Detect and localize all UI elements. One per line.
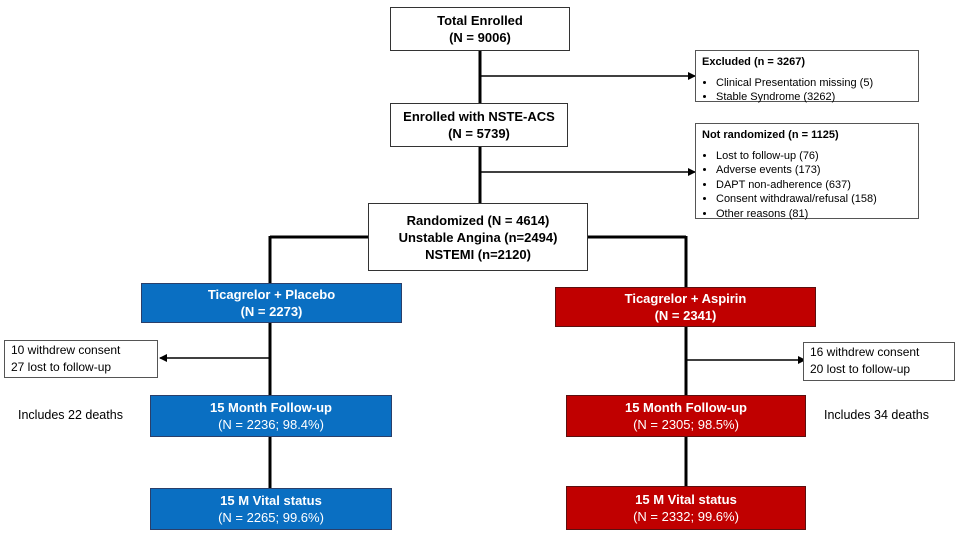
placebo-withdrawal-box: 10 withdrew consent 27 lost to follow-up — [4, 340, 158, 378]
placebo-withdrew-consent: 10 withdrew consent — [11, 343, 121, 357]
excluded-item: Stable Syndrome (3262) — [716, 90, 912, 105]
aspirin-followup-count: (N = 2305; 98.5%) — [633, 417, 739, 432]
ticagrelor-aspirin-box: Ticagrelor + Aspirin (N = 2341) — [555, 287, 816, 327]
not-randomized-list: Lost to follow-up (76) Adverse events (1… — [702, 149, 912, 222]
placebo-arm-count: (N = 2273) — [240, 304, 303, 319]
aspirin-vital-count: (N = 2332; 99.6%) — [633, 509, 739, 524]
not-randomized-title: Not randomized (n = 1125) — [702, 129, 839, 141]
nste-acs-title: Enrolled with NSTE-ACS — [403, 109, 555, 124]
aspirin-arm-title: Ticagrelor + Aspirin — [624, 291, 747, 306]
placebo-lost-to-followup: 27 lost to follow-up — [11, 360, 112, 374]
total-enrolled-title: Total Enrolled — [437, 13, 523, 28]
placebo-followup-title: 15 Month Follow-up — [209, 400, 333, 415]
placebo-deaths-note: Includes 22 deaths — [18, 408, 123, 422]
total-enrolled-count: (N = 9006) — [449, 30, 511, 45]
not-randomized-item: Consent withdrawal/refusal (158) — [716, 192, 912, 207]
aspirin-arm-count: (N = 2341) — [654, 308, 717, 323]
total-enrolled-box: Total Enrolled (N = 9006) — [390, 7, 570, 51]
not-randomized-item: Adverse events (173) — [716, 163, 912, 178]
nstemi-count: NSTEMI (n=2120) — [425, 246, 531, 262]
aspirin-followup-title: 15 Month Follow-up — [624, 400, 748, 415]
aspirin-followup-box: 15 Month Follow-up (N = 2305; 98.5%) — [566, 395, 806, 437]
not-randomized-item: DAPT non-adherence (637) — [716, 178, 912, 193]
excluded-item: Clinical Presentation missing (5) — [716, 76, 912, 91]
placebo-vital-status-box: 15 M Vital status (N = 2265; 99.6%) — [150, 488, 392, 530]
aspirin-withdrawal-box: 16 withdrew consent 20 lost to follow-up — [803, 342, 955, 381]
placebo-followup-count: (N = 2236; 98.4%) — [218, 417, 324, 432]
unstable-angina-count: Unstable Angina (n=2494) — [398, 229, 558, 245]
not-randomized-item: Lost to follow-up (76) — [716, 149, 912, 164]
aspirin-vital-title: 15 M Vital status — [635, 492, 737, 507]
excluded-title: Excluded (n = 3267) — [702, 56, 806, 68]
aspirin-vital-status-box: 15 M Vital status (N = 2332; 99.6%) — [566, 486, 806, 530]
nste-acs-box: Enrolled with NSTE-ACS (N = 5739) — [390, 103, 568, 147]
aspirin-lost-to-followup: 20 lost to follow-up — [810, 362, 911, 376]
randomized-box: Randomized (N = 4614) Unstable Angina (n… — [368, 203, 588, 271]
randomized-count: Randomized (N = 4614) — [406, 212, 550, 228]
placebo-vital-count: (N = 2265; 99.6%) — [218, 510, 324, 525]
placebo-vital-title: 15 M Vital status — [220, 493, 322, 508]
aspirin-withdrew-consent: 16 withdrew consent — [810, 345, 920, 359]
not-randomized-item: Other reasons (81) — [716, 207, 912, 222]
nste-acs-count: (N = 5739) — [448, 126, 510, 141]
ticagrelor-placebo-box: Ticagrelor + Placebo (N = 2273) — [141, 283, 402, 323]
not-randomized-box: Not randomized (n = 1125) Lost to follow… — [695, 123, 919, 222]
placebo-followup-box: 15 Month Follow-up (N = 2236; 98.4%) — [150, 395, 392, 437]
excluded-list: Clinical Presentation missing (5) Stable… — [702, 76, 912, 105]
excluded-box: Excluded (n = 3267) Clinical Presentatio… — [695, 50, 919, 105]
aspirin-deaths-note: Includes 34 deaths — [824, 408, 929, 422]
placebo-arm-title: Ticagrelor + Placebo — [207, 287, 336, 302]
